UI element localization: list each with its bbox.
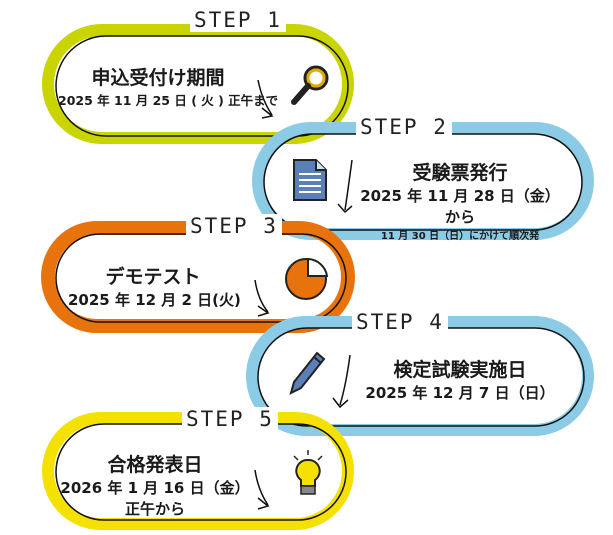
document-icon <box>293 159 327 201</box>
step3-text: デモテスト 2025 年 12 月 2 日(火) <box>68 262 241 310</box>
step2-from: から <box>444 208 475 226</box>
lightbulb-icon <box>293 450 323 495</box>
step2-title: 受験票発行 <box>412 162 508 184</box>
pie-chart-icon <box>285 257 329 300</box>
step1-title: 申込受付け期間 <box>91 67 225 89</box>
step4-title: 検定試験実施日 <box>393 359 527 381</box>
step2-text: 受験票発行 2025 年 11 月 28 日（金） から 11 月 30 日（日… <box>360 158 560 242</box>
step4-date: 2025 年 12 月 7 日（日） <box>365 384 555 402</box>
magnifier-icon <box>291 65 329 105</box>
step4-label: STEP 4 <box>352 310 448 334</box>
step5-time: 正午から <box>124 500 185 518</box>
step5-date: 2026 年 1 月 16 日（金） <box>60 479 250 497</box>
step2-label: STEP 2 <box>356 115 452 139</box>
step1-date: 2025 年 11 月 25 日 ( 火 ) 正午まで <box>58 93 279 108</box>
step3-date: 2025 年 12 月 2 日(火) <box>68 291 241 309</box>
step4-text: 検定試験実施日 2025 年 12 月 7 日（日） <box>355 355 565 403</box>
step2-date: 2025 年 11 月 28 日（金） <box>360 187 560 205</box>
step3-title: デモテスト <box>105 266 201 288</box>
step5-title: 合格発表日 <box>107 454 203 476</box>
step5-text: 合格発表日 2026 年 1 月 16 日（金） 正午から <box>60 450 250 519</box>
step1-label: STEP 1 <box>190 8 286 32</box>
pencil-icon <box>289 351 326 395</box>
step3-label: STEP 3 <box>186 214 282 238</box>
step5-label: STEP 5 <box>182 407 278 431</box>
step2-note: 11 月 30 日（日）にかけて順次発 <box>380 231 540 242</box>
step1-text: 申込受付け期間 2025 年 11 月 25 日 ( 火 ) 正午まで <box>58 63 279 109</box>
